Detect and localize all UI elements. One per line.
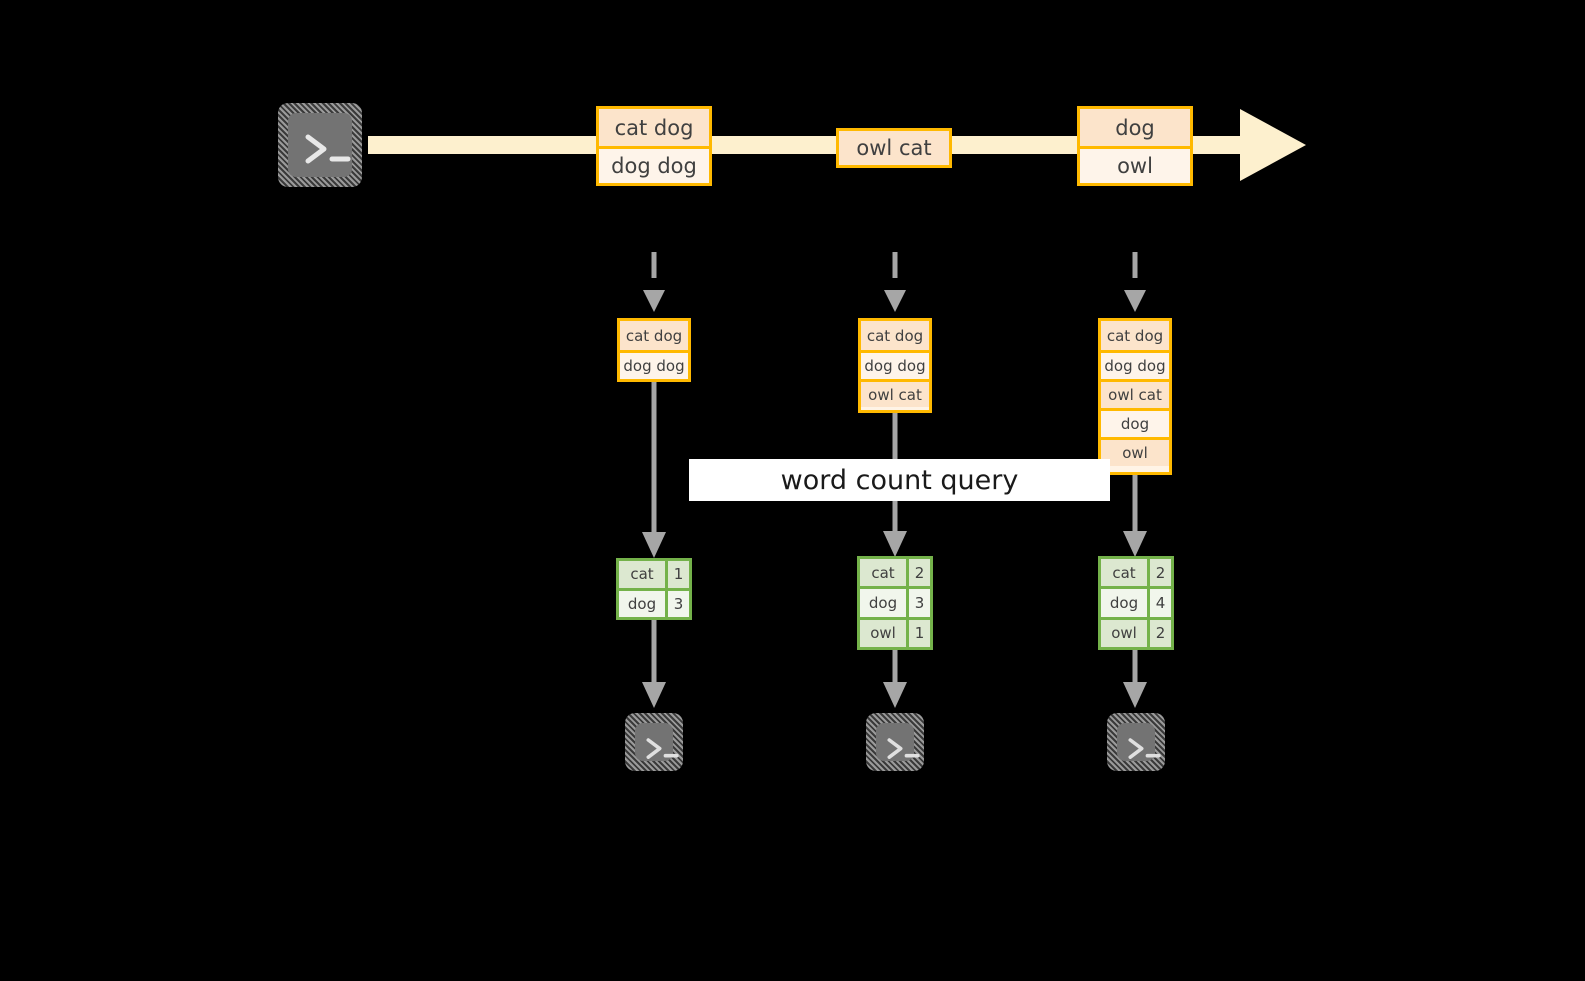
result-word-cell: cat — [1101, 559, 1147, 587]
terminal-prompt-glyph — [887, 738, 920, 759]
stream-event-text: dog dog — [611, 154, 697, 178]
sink-terminal-icon-1 — [625, 713, 683, 771]
result-row: cat 2 — [860, 559, 930, 587]
terminal-prompt-glyph — [305, 134, 351, 164]
result-word-cell: dog — [619, 590, 665, 617]
result-table-2: cat 2 dog 3 owl 1 — [857, 556, 933, 650]
result-word-cell: dog — [860, 589, 906, 617]
batch-input-line: dog dog — [620, 350, 688, 379]
result-row: cat 1 — [619, 561, 689, 588]
result-word-cell: owl — [1101, 619, 1147, 647]
batch-input-line: owl cat — [861, 379, 929, 407]
batch-input-text: cat dog — [1106, 326, 1164, 345]
stream-event-line: dog dog — [599, 146, 709, 183]
result-count-cell: 2 — [1147, 559, 1171, 587]
batch-input-line: cat dog — [1101, 321, 1169, 350]
result-word-cell: owl — [860, 619, 906, 647]
stream-event-text: dog — [1115, 115, 1155, 140]
stream-event-box-3: dog owl — [1077, 106, 1193, 186]
trigger-arrow-3 — [1124, 252, 1146, 312]
result-word-cell: cat — [619, 561, 665, 588]
terminal-prompt-glyph — [646, 738, 679, 759]
result-count-cell: 3 — [665, 590, 689, 617]
result-count-cell: 2 — [1147, 619, 1171, 647]
result-row: owl 2 — [1101, 616, 1171, 647]
batch-input-text: dog dog — [864, 357, 926, 375]
query-arrow-1 — [642, 382, 666, 558]
stream-event-text: owl cat — [856, 136, 932, 160]
result-count-cell: 4 — [1147, 589, 1171, 617]
batch-input-stack-2: cat dog dog dog owl cat — [858, 318, 932, 413]
result-count-cell: 1 — [665, 561, 689, 588]
batch-input-stack-1: cat dog dog dog — [617, 318, 691, 382]
result-row: dog 3 — [860, 586, 930, 617]
batch-input-line: cat dog — [620, 321, 688, 350]
batch-input-text: owl cat — [1108, 386, 1162, 404]
stream-event-text: cat dog — [614, 115, 694, 140]
result-word-cell: cat — [860, 559, 906, 587]
result-count-cell: 2 — [906, 559, 930, 587]
batch-input-text: owl cat — [868, 385, 922, 404]
result-count-cell: 3 — [906, 589, 930, 617]
stream-event-line: cat dog — [599, 109, 709, 146]
batch-input-stack-3: cat dog dog dog owl cat dog owl — [1098, 318, 1172, 475]
batch-input-line: dog dog — [1101, 350, 1169, 379]
result-row: owl 1 — [860, 616, 930, 647]
stream-event-line: owl cat — [839, 131, 949, 165]
sink-arrow-1 — [642, 620, 666, 708]
sink-arrow-3 — [1123, 650, 1147, 708]
sink-arrow-2 — [883, 650, 907, 708]
batch-input-text: owl — [1122, 444, 1148, 462]
batch-input-line: owl cat — [1101, 379, 1169, 408]
sink-terminal-icon-3 — [1107, 713, 1165, 771]
batch-input-text: dog — [1120, 415, 1150, 433]
batch-input-text: cat dog — [866, 326, 924, 345]
source-terminal-icon — [278, 103, 362, 187]
batch-input-text: dog dog — [623, 357, 685, 375]
stream-event-text: owl — [1117, 154, 1153, 178]
query-label-text: word count query — [780, 464, 1019, 496]
stream-event-box-2: owl cat — [836, 128, 952, 168]
trigger-arrow-1 — [643, 252, 665, 312]
batch-input-line: cat dog — [861, 321, 929, 350]
result-row: dog 4 — [1101, 586, 1171, 617]
result-table-3: cat 2 dog 4 owl 2 — [1098, 556, 1174, 650]
stream-event-box-1: cat dog dog dog — [596, 106, 712, 186]
batch-input-line: dog — [1101, 408, 1169, 437]
result-word-cell: dog — [1101, 589, 1147, 617]
batch-input-text: cat dog — [625, 326, 683, 345]
result-table-1: cat 1 dog 3 — [616, 558, 692, 620]
stream-event-line: owl — [1080, 146, 1190, 183]
sink-terminal-icon-2 — [866, 713, 924, 771]
result-row: dog 3 — [619, 587, 689, 617]
query-label-band: word count query — [689, 459, 1110, 501]
batch-input-line: owl — [1101, 437, 1169, 466]
result-count-cell: 1 — [906, 619, 930, 647]
result-row: cat 2 — [1101, 559, 1171, 587]
stream-event-line: dog — [1080, 109, 1190, 146]
query-arrow-3 — [1123, 475, 1147, 557]
batch-input-line: dog dog — [861, 350, 929, 379]
trigger-arrow-2 — [884, 252, 906, 312]
terminal-prompt-glyph — [1128, 738, 1161, 759]
batch-input-text: dog dog — [1104, 357, 1166, 375]
